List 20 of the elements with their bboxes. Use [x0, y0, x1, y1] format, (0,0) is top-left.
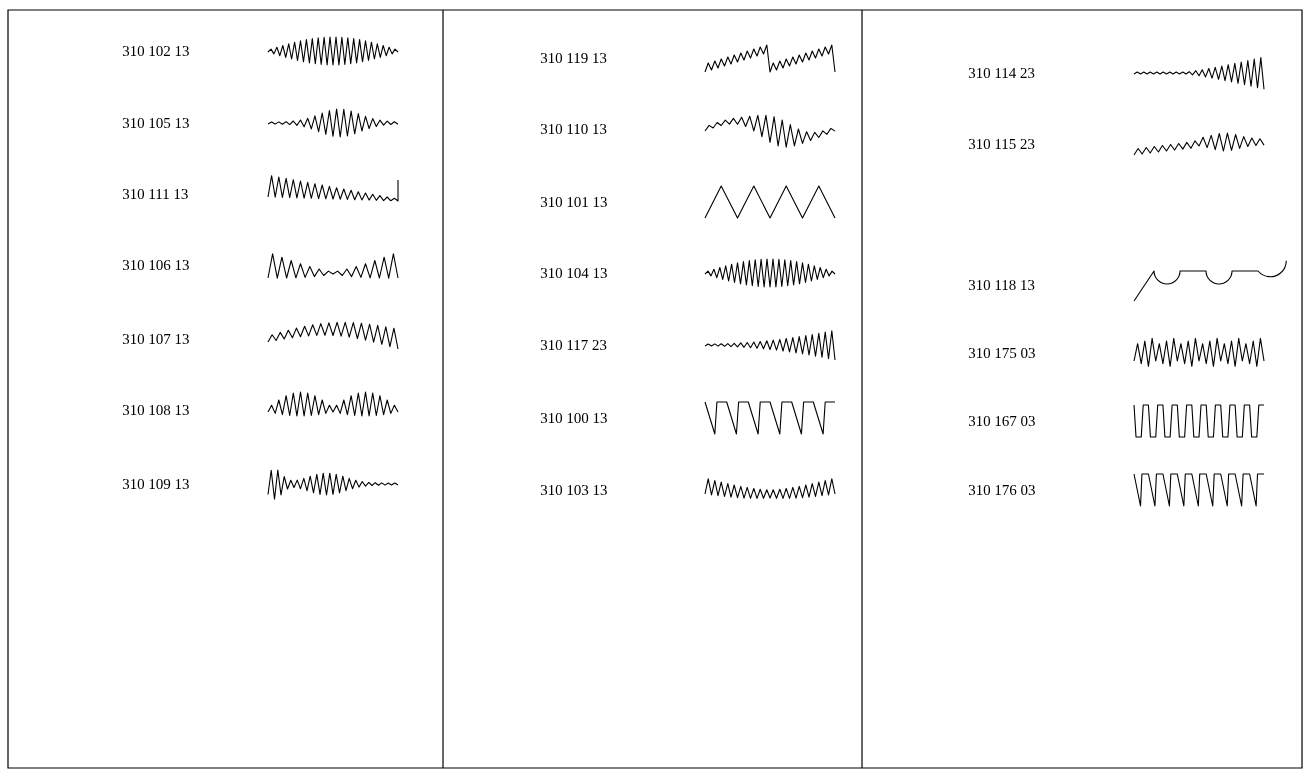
- code-number: 310 117 23: [540, 339, 607, 351]
- code-number: 310 109 13: [122, 478, 189, 490]
- code-number: 310 104 13: [540, 267, 607, 279]
- code-number: 310 102 13: [122, 45, 189, 57]
- code-number: 310 167 03: [968, 415, 1035, 427]
- code-number: 310 108 13: [122, 404, 189, 416]
- code-number: 310 118 13: [968, 279, 1035, 291]
- code-number: 310 103 13: [540, 484, 607, 496]
- code-number: 310 110 13: [540, 123, 607, 135]
- code-number: 310 105 13: [122, 117, 189, 129]
- code-number: 310 101 13: [540, 196, 607, 208]
- code-number: 310 119 13: [540, 52, 607, 64]
- code-number: 310 176 03: [968, 484, 1035, 496]
- code-number: 310 106 13: [122, 259, 189, 271]
- code-number: 310 111 13: [122, 188, 188, 200]
- code-number: 310 114 23: [968, 67, 1035, 79]
- code-number: 310 107 13: [122, 333, 189, 345]
- code-number: 310 175 03: [968, 347, 1035, 359]
- code-number: 310 100 13: [540, 412, 607, 424]
- code-number: 310 115 23: [968, 138, 1035, 150]
